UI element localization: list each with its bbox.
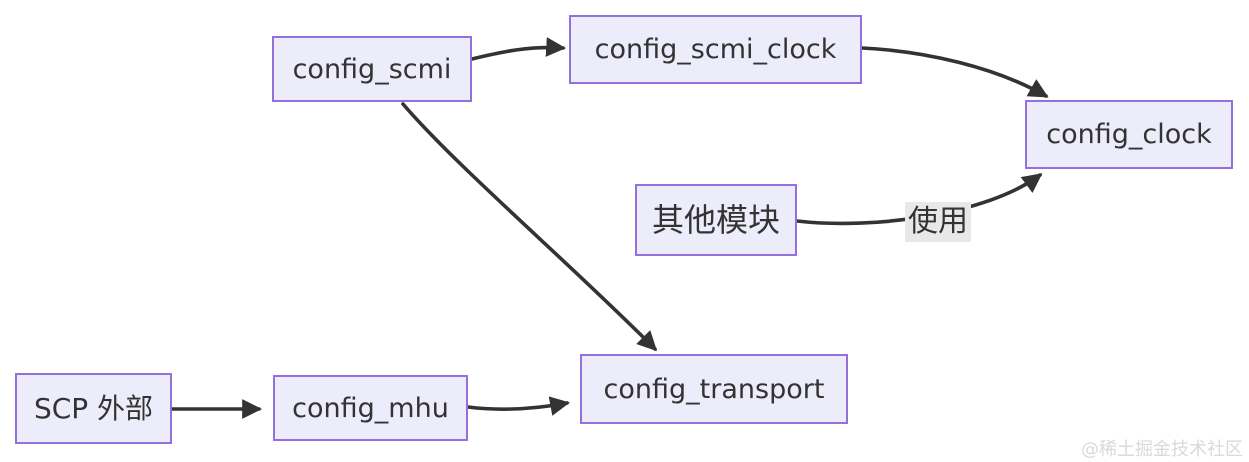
edge-config-scmi-to-config-scmi-clock: [470, 37, 566, 61]
edge-label-use-text: 使用: [908, 204, 968, 239]
edge-config-scmi-to-config-transport: [401, 102, 658, 352]
node-config-clock-label: config_clock: [1046, 119, 1212, 150]
node-other-modules: 其他模块: [635, 184, 797, 256]
node-config-transport-label: config_transport: [603, 373, 825, 405]
node-config-scmi-clock-label: config_scmi_clock: [594, 34, 837, 65]
node-config-scmi-label: config_scmi: [292, 53, 452, 85]
edge-label-use: 使用: [905, 202, 971, 242]
node-scp-external: SCP 外部: [15, 373, 172, 444]
edge-config-mhu-to-config-transport: [466, 396, 570, 416]
node-config-transport: config_transport: [580, 354, 848, 424]
node-scp-external-label: SCP 外部: [33, 391, 154, 425]
node-config-mhu: config_mhu: [273, 375, 468, 441]
node-other-modules-label: 其他模块: [651, 201, 780, 239]
edge-config-scmi-clock-to-config-clock: [860, 46, 1049, 98]
node-config-scmi: config_scmi: [272, 36, 472, 102]
node-config-scmi-clock: config_scmi_clock: [569, 15, 862, 84]
node-config-clock: config_clock: [1025, 100, 1233, 169]
watermark-text: @稀土掘金技术社区: [1081, 439, 1243, 460]
node-config-mhu-label: config_mhu: [292, 392, 449, 424]
